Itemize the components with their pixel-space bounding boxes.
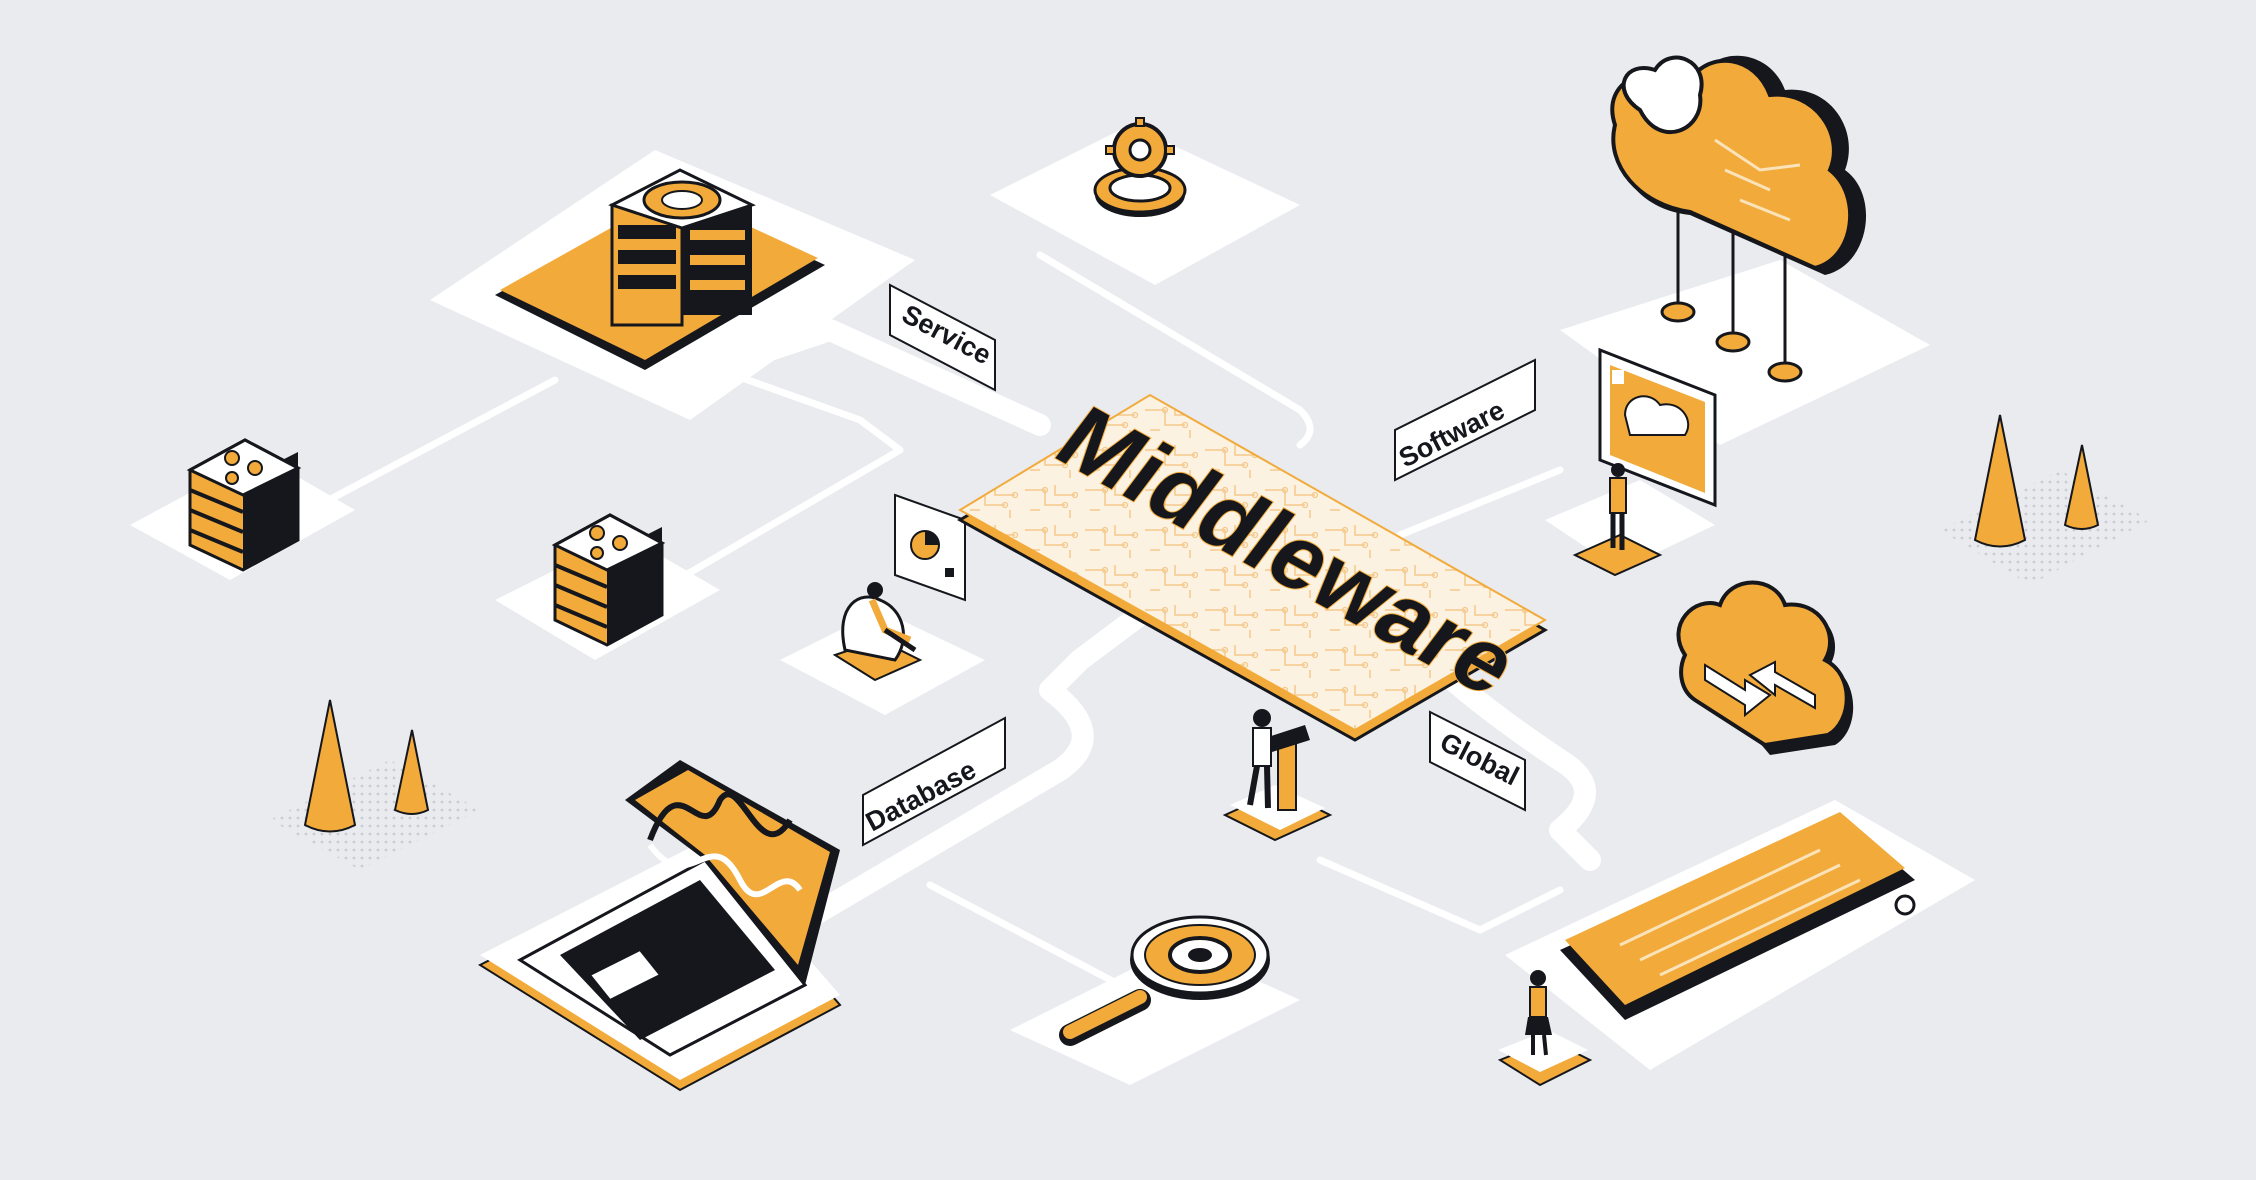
cone-pair-icon: [270, 699, 480, 870]
document-tablet-icon: [1505, 800, 1975, 1070]
person-standing-icon: [1545, 347, 1717, 577]
server-rack-icon: [130, 438, 355, 580]
magnifier-gear-icon: [1010, 915, 1300, 1085]
person-with-gear-icon: [1222, 709, 1333, 842]
laptop-wave-chart-icon: [477, 760, 842, 1092]
pie-chart-screen-icon: [894, 493, 966, 602]
sync-arrows-cloud-icon: [1676, 580, 1854, 755]
label-software: Software: [1394, 358, 1536, 482]
gear-ring-icon: [990, 117, 1300, 285]
server-tablet-icon: [430, 150, 915, 420]
cone-pair-icon: [1940, 414, 2150, 585]
person-with-phone-icon: [1497, 970, 1593, 1087]
person-on-beanbag-icon: [780, 582, 985, 715]
heart-cloud-icon: [1560, 55, 1930, 445]
server-rack-icon: [495, 513, 720, 660]
